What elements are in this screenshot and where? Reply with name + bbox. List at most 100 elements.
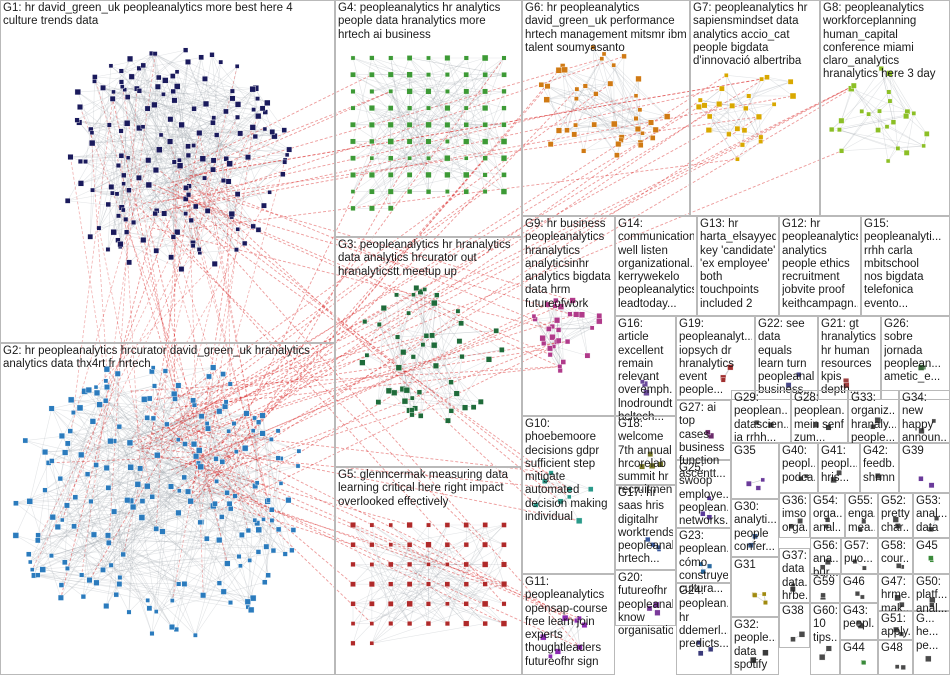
group-box-g13: G13: hr harta_elsayyed key 'candidate' '… [697,216,779,316]
group-box-g2: G2: hr peopleanalytics hrcurator david_g… [0,343,335,675]
group-label-g35: G35 [734,445,776,458]
group-box-g21: G21: gt hranalytics hr human resources k… [818,316,881,400]
group-box-g12: G12: hr peopleanalytics analytics people… [779,216,861,316]
group-label-g39: G39 [902,445,947,458]
group-box-g6: G6: hr peopleanalytics david_green_uk pe… [522,0,690,216]
group-label-g12: G12: hr peopleanalytics analytics people… [782,218,858,311]
group-box-g33: G33: organiz... hranaly... people... [848,390,899,443]
group-label-g6: G6: hr peopleanalytics david_green_uk pe… [525,2,687,55]
group-label-g57: G57: puo... [844,540,875,567]
group-label-g52: G52: pretty char... [881,495,910,535]
group-box-g7: G7: peopleanalytics hr sapiensmindset da… [690,0,820,216]
group-label-g10: G10: phoebemoore decisions gdpr sufficie… [525,418,612,524]
group-box-g49: G... he... pe... [913,611,950,675]
group-box-g24: G24: peoplean... hr ddemerl... predicts.… [676,583,731,675]
group-box-g19: G19: peopleanalyt... iopsych dr hranalyt… [676,316,755,400]
group-box-g1: G1: hr david_green_uk peopleanalytics mo… [0,0,335,343]
group-label-g51: G51: apply... [881,613,910,640]
group-label-g9: G9: hr business peopleanalytics hranalyt… [525,218,612,311]
group-label-g60: G60: 10 tips... [813,605,837,645]
group-box-g8: G8: peopleanalytics workforceplanning hu… [820,0,950,216]
group-box-g31: G31 [731,557,779,617]
group-label-g43: G43: peopl... [843,605,875,632]
group-label-g44: G44 [843,642,875,655]
group-label-g41: G41: peopl... hris... [821,445,857,485]
group-label-g34: G34: new happy announ... [902,392,947,445]
group-label-g5: G5: glenncermak measuring data learning … [338,469,519,509]
group-label-g59: G59 [813,576,837,589]
group-box-g36: G36: imso... orga... [779,493,810,538]
group-box-g16: G16: article excellent remain relevant o… [615,316,676,416]
group-label-g20: G20: futureofhr peopleanal... know organ… [618,572,673,638]
group-box-g47: G47: hrme... mak... [878,574,913,611]
group-box-g14: G14: communication well listen organizat… [615,216,697,316]
group-box-g29: G29: peoplean... datascien... ia rrhh... [731,390,791,443]
group-label-g53: G53: anal... data [916,495,947,535]
group-label-g3: G3: peopleanalytics hr hranalytics data … [338,239,519,279]
group-label-g22: G22: see data equals learn turn peoplean… [758,318,815,398]
group-box-g50: G50: platf... anal... [913,574,950,611]
group-box-g15: G15: peopleanalyti... rrhh carla mbitsch… [861,216,950,316]
group-box-g60: G60: 10 tips... [810,603,840,675]
group-box-g4: G4: peopleanalytics hr analytics people … [335,0,522,237]
group-box-g30: G30: analyti... people confer... [731,499,779,557]
group-box-g11: G11: peopleanalytics opensap-course free… [522,574,615,675]
group-box-g48: G48 [878,640,913,675]
group-box-g9: G9: hr business peopleanalytics hranalyt… [522,216,615,416]
group-label-g55: G55: enga... mea... [848,495,875,535]
group-box-g46: G46 [840,574,878,603]
group-label-g2: G2: hr peopleanalytics hrcurator david_g… [3,345,332,372]
group-box-g5: G5: glenncermak measuring data learning … [335,467,522,675]
group-label-g31: G31 [734,559,776,572]
group-box-g37: G37: data data... hrbe... [779,548,810,603]
group-label-g42: G42: feedb... shrmn... [863,445,896,485]
group-box-g57: G57: puo... [841,538,878,574]
group-box-g32: G32: people... data spotify [731,617,779,675]
group-label-g4: G4: peopleanalytics hr analytics people … [338,2,519,42]
group-box-g53: G53: anal... data [913,493,950,538]
group-box-g28: G28: peoplean... mein senf zum... [791,390,848,443]
group-box-g3: G3: peopleanalytics hr hranalytics data … [335,237,522,467]
group-box-g26: G26: sobre jornada peoplean... ametic_e.… [881,316,950,400]
group-label-g16: G16: article excellent remain relevant o… [618,318,673,424]
group-label-g27: G27: ai top cases business function asce… [679,402,728,482]
group-box-g45: G45 [913,538,950,574]
group-label-g36: G36: imso... orga... [782,495,807,535]
group-box-g40: G40: peopl... podca... [779,443,818,493]
group-label-g21: G21: gt hranalytics hr human resources k… [821,318,878,398]
group-box-g23: G23: peoplean... cómo construye cultura.… [676,528,731,583]
group-box-g43: G43: peopl... [840,603,878,640]
group-box-g22: G22: see data equals learn turn peoplean… [755,316,818,400]
group-label-g24: G24: peoplean... hr ddemerl... predicts.… [679,585,728,651]
group-label-g14: G14: communication well listen organizat… [618,218,694,311]
group-box-g41: G41: peopl... hris... [818,443,860,493]
group-label-g26: G26: sobre jornada peoplean... ametic_e.… [884,318,947,384]
group-label-g28: G28: peoplean... mein senf zum... [794,392,845,445]
group-box-g27: G27: ai top cases business function asce… [676,400,731,460]
group-label-g37: G37: data data... hrbe... [782,550,807,603]
group-label-g32: G32: people... data spotify [734,619,776,672]
group-box-g42: G42: feedb... shrmn... [860,443,899,493]
group-label-g7: G7: peopleanalytics hr sapiensmindset da… [693,2,817,68]
group-box-g38: G38 [779,603,810,648]
group-label-g1: G1: hr david_green_uk peopleanalytics mo… [3,2,332,29]
group-box-g59: G59 [810,574,840,603]
group-box-g56: G56: ana... bur... [810,538,841,574]
group-box-g10: G10: phoebemoore decisions gdpr sufficie… [522,416,615,574]
group-label-g47: G47: hrme... mak... [881,576,910,616]
group-box-g55: G55: enga... mea... [845,493,878,538]
group-label-g54: G54: orga... anal... [813,495,842,535]
group-label-g19: G19: peopleanalyt... iopsych dr hranalyt… [679,318,752,398]
group-box-g35: G35 [731,443,779,499]
group-box-g18: G18: welcome 7th annual hrcorelab summit… [615,416,676,485]
group-label-g30: G30: analyti... people confer... [734,501,776,554]
group-box-g39: G39 [899,443,950,493]
group-label-g11: G11: peopleanalytics opensap-course free… [525,576,612,669]
group-label-g40: G40: peopl... podca... [782,445,815,485]
group-label-g49: G... he... pe... [916,613,947,653]
group-label-g15: G15: peopleanalyti... rrhh carla mbitsch… [864,218,947,311]
group-label-g46: G46 [843,576,875,589]
group-box-g34: G34: new happy announ... [899,390,950,443]
group-label-g13: G13: hr harta_elsayyed key 'candidate' '… [700,218,776,311]
group-label-g38: G38 [782,605,807,618]
